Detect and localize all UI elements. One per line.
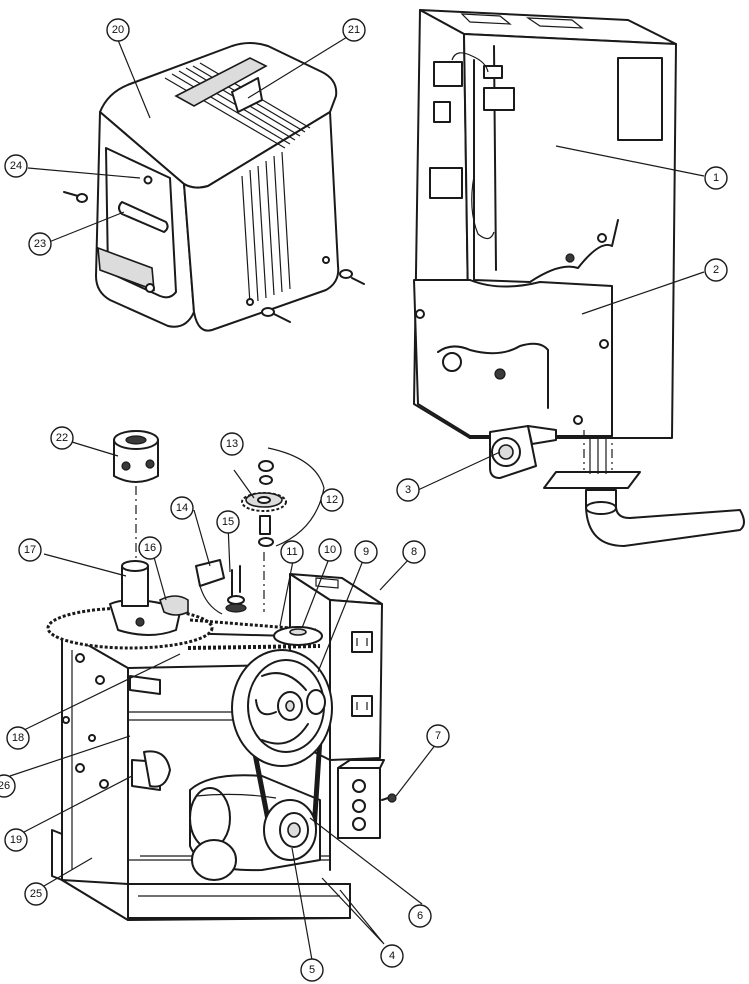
switch-assembly: [195, 559, 247, 615]
callout-24-label: 24: [10, 160, 22, 172]
callout-6: 6: [408, 904, 432, 928]
callout-7-label: 7: [435, 730, 441, 742]
callout-10-label: 10: [324, 544, 336, 556]
callout-18-label: 18: [12, 732, 24, 744]
callout-26: 26: [0, 774, 16, 798]
operator-cover: [63, 42, 365, 332]
callout-2-label: 2: [713, 264, 719, 276]
conduit-elbow: [543, 430, 745, 547]
callout-10: 10: [318, 538, 342, 562]
callout-7: 7: [426, 724, 450, 748]
callout-23: 23: [28, 232, 52, 256]
drive-collar: [113, 430, 159, 483]
callout-15: 15: [216, 510, 240, 534]
callout-13-label: 13: [226, 438, 238, 450]
callout-14: 14: [170, 496, 194, 520]
callout-25-label: 25: [30, 888, 42, 900]
callout-8: 8: [402, 540, 426, 564]
callout-12: 12: [320, 488, 344, 512]
callout-15-label: 15: [222, 516, 234, 528]
callout-20-label: 20: [112, 24, 124, 36]
callout-13: 13: [220, 432, 244, 456]
callout-11-label: 11: [286, 546, 297, 558]
callout-22-label: 22: [56, 432, 68, 444]
callout-3: 3: [396, 478, 420, 502]
idler-sprocket: [241, 447, 325, 547]
callout-17-label: 17: [24, 544, 36, 556]
callout-16: 16: [138, 536, 162, 560]
callout-9: 9: [354, 540, 378, 564]
callout-25: 25: [24, 882, 48, 906]
main-sprocket-chain: [46, 560, 323, 650]
callout-19: 19: [4, 828, 28, 852]
callout-4-label: 4: [389, 950, 395, 962]
callout-5-label: 5: [309, 964, 315, 976]
callout-2: 2: [704, 258, 728, 282]
leader-lines: [9, 33, 705, 961]
callout-1-label: 1: [713, 172, 719, 184]
callout-19-label: 19: [10, 834, 22, 846]
limit-switch: [489, 425, 557, 479]
callout-23-label: 23: [34, 238, 46, 250]
callout-6-label: 6: [417, 910, 423, 922]
callout-4: 4: [380, 944, 404, 968]
callout-16-label: 16: [144, 542, 156, 554]
pulley-belt-drive: [231, 649, 333, 861]
callout-17: 17: [18, 538, 42, 562]
callout-11: 11: [280, 540, 304, 564]
callout-21: 21: [342, 18, 366, 42]
callout-22: 22: [50, 426, 74, 450]
callout-20: 20: [106, 18, 130, 42]
callout-14-label: 14: [176, 502, 188, 514]
callout-18: 18: [6, 726, 30, 750]
callout-21-label: 21: [348, 24, 360, 36]
callout-24: 24: [4, 154, 28, 178]
callout-5: 5: [300, 958, 324, 982]
callout-9-label: 9: [363, 546, 369, 558]
callout-1: 1: [704, 166, 728, 190]
callout-3-label: 3: [405, 484, 411, 496]
control-box: [413, 9, 677, 439]
callout-8-label: 8: [411, 546, 417, 558]
callout-26-label: 26: [0, 780, 10, 792]
callout-12-label: 12: [326, 494, 338, 506]
